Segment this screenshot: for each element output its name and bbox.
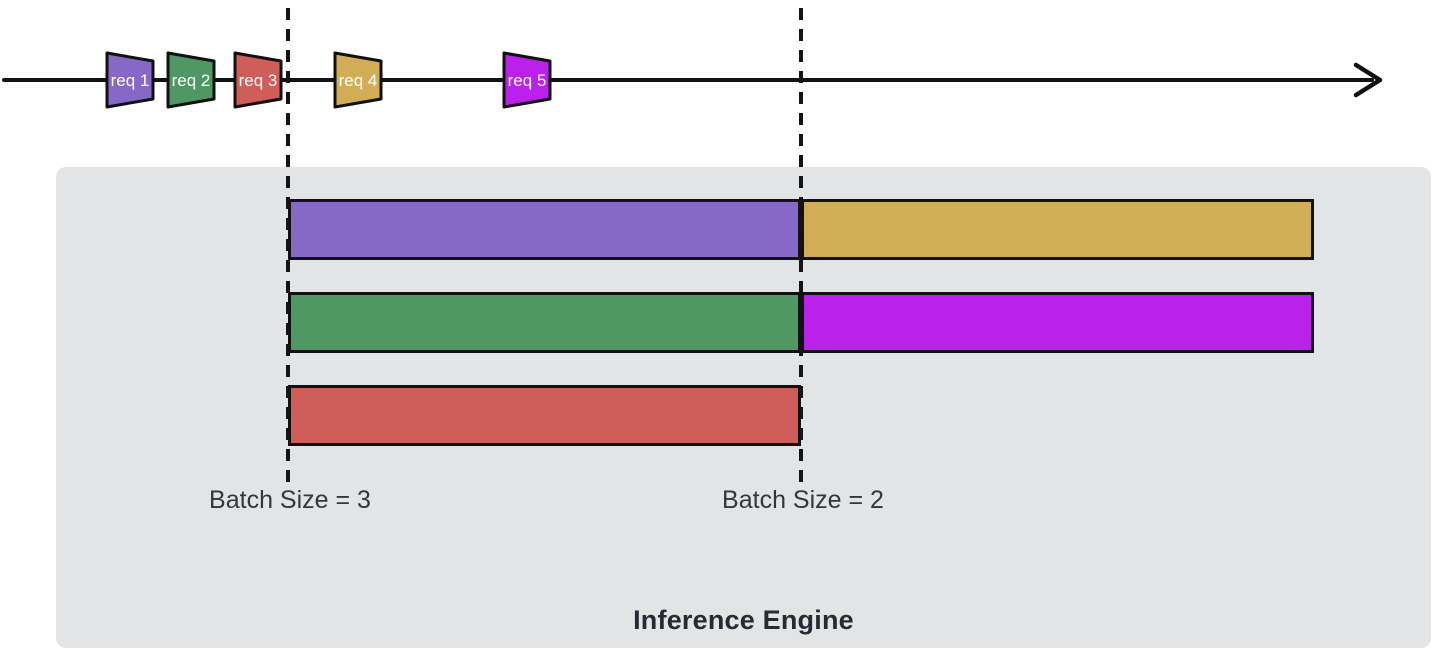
request-marker-5: req 5 — [502, 51, 552, 109]
request-shape-icon — [502, 51, 552, 109]
request-marker-3: req 3 — [233, 51, 283, 109]
request-shape-icon — [105, 51, 155, 109]
request-marker-4: req 4 — [333, 51, 383, 109]
bar-slot-3-req-3 — [288, 385, 801, 446]
request-label: req 4 — [338, 70, 378, 90]
request-label: req 5 — [507, 70, 547, 90]
inference-engine-title: Inference Engine — [633, 605, 854, 635]
request-label: req 1 — [110, 70, 150, 90]
bar-slot-2-req-5 — [801, 292, 1314, 353]
request-label: req 2 — [171, 70, 211, 90]
request-marker-2: req 2 — [166, 51, 216, 109]
batch-divider-line-1 — [286, 8, 290, 486]
timeline-axis — [2, 78, 1374, 82]
request-shape-icon — [166, 51, 216, 109]
bar-slot-1-req-1 — [288, 199, 801, 260]
batch-divider-line-2 — [799, 8, 803, 486]
request-shape-icon — [233, 51, 283, 109]
batch-size-label-2: Batch Size = 2 — [722, 486, 884, 514]
batch-size-label-1: Batch Size = 3 — [209, 486, 371, 514]
timeline-arrowhead-icon — [1353, 62, 1383, 98]
bar-slot-1-req-4 — [801, 199, 1314, 260]
bar-slot-2-req-2 — [288, 292, 801, 353]
request-shape-icon — [333, 51, 383, 109]
request-label: req 3 — [238, 70, 278, 90]
request-marker-1: req 1 — [105, 51, 155, 109]
